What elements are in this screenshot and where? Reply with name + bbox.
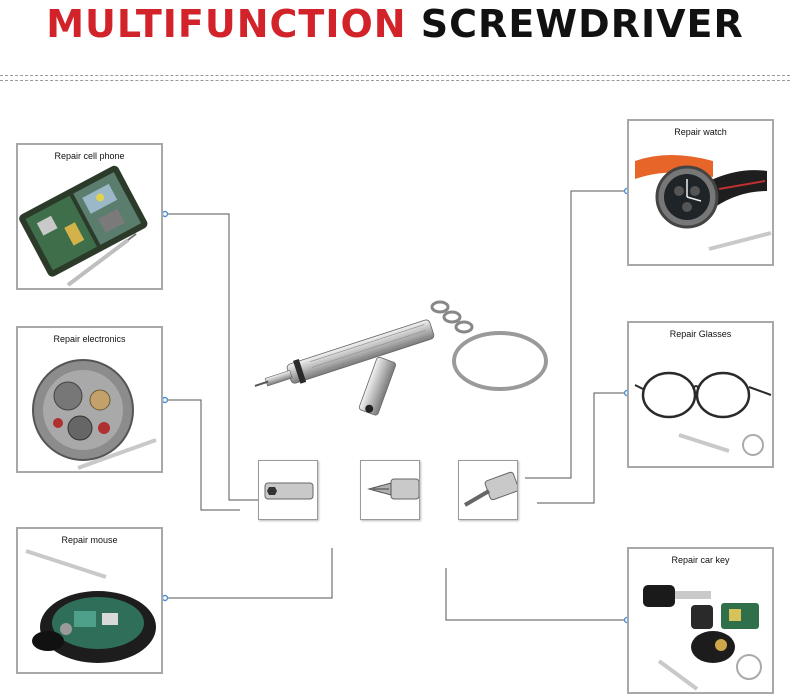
panel-caption: Repair electronics: [53, 334, 126, 344]
bit-hex-thumbnail: [258, 460, 318, 520]
title-main: SCREWDRIVER: [420, 2, 744, 46]
panel-watch: Repair watch: [627, 119, 774, 266]
hex-socket-icon: [264, 482, 314, 500]
title-highlight: MULTIFUNCTION: [46, 2, 407, 46]
divider-bottom: [0, 80, 790, 81]
panel-caption: Repair Glasses: [669, 329, 732, 339]
car-key-image: [643, 585, 762, 691]
panel-caption: Repair cell phone: [54, 151, 125, 161]
screwdriver-keychain-image: [254, 300, 548, 416]
eyeglasses-image: [634, 371, 772, 456]
cell-phone-image: [19, 165, 148, 287]
panel-glasses: Repair Glasses: [627, 321, 774, 468]
mouse-image: [25, 549, 156, 663]
panel-electronics: Repair electronics: [16, 326, 163, 473]
panel-caption: Repair car key: [671, 555, 730, 565]
flat-bit-icon: [463, 471, 519, 507]
phillips-bit-icon: [367, 478, 420, 500]
panel-mouse: Repair mouse: [16, 527, 163, 674]
panel-car-key: Repair car key: [627, 547, 774, 694]
panel-caption: Repair mouse: [61, 535, 118, 545]
panel-caption: Repair watch: [674, 127, 727, 137]
bit-flat-thumbnail: [458, 460, 519, 520]
page-title: MULTIFUNCTION SCREWDRIVER: [0, 2, 790, 46]
divider-top: [0, 75, 790, 76]
wristwatch-image: [635, 155, 772, 251]
panel-cell-phone: Repair cell phone: [16, 143, 163, 290]
watch-movement-image: [32, 359, 157, 470]
bit-phillips-thumbnail: [360, 460, 420, 520]
